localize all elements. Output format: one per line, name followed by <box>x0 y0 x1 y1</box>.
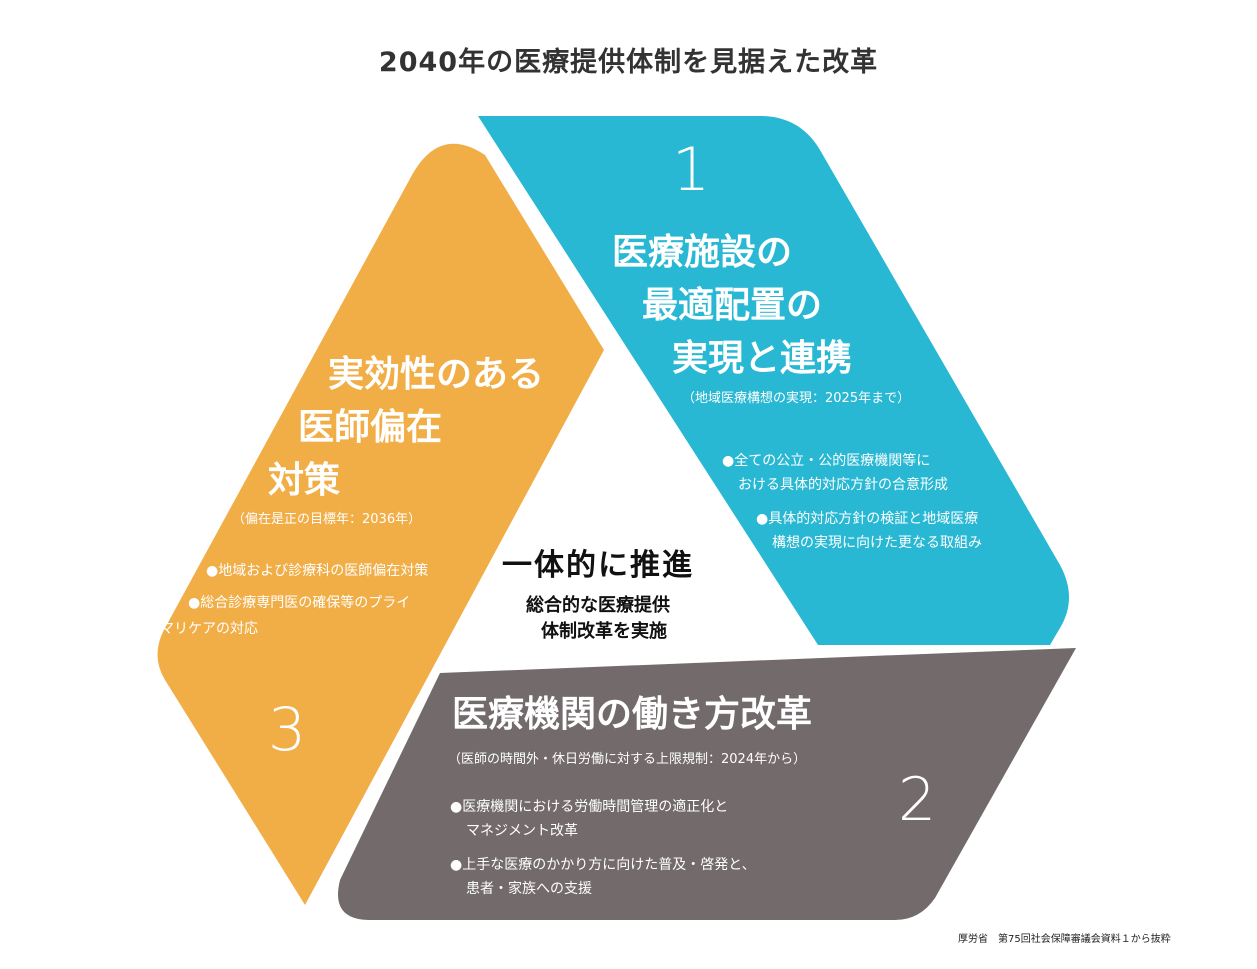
panel-3-heading-line-1: 実効性のある <box>328 354 545 395</box>
panel-3-heading-line-3: 対策 <box>268 460 341 501</box>
panel-3-bullet-2-line-1: ●総合診療専門医の確保等のプライ <box>188 595 411 611</box>
panel-3-bullet-1-line-1: ●地域および診療科の医師偏在対策 <box>206 563 429 579</box>
panel-3-bullet-2-line-2: マリケアの対応 <box>160 621 258 637</box>
panel-1-heading-line-1: 医療施設の <box>612 232 793 273</box>
center-sub-line-1: 総合的な医療提供 <box>526 595 670 616</box>
panel-2-bullet-2-line-2: 患者・家族への支援 <box>466 881 592 897</box>
page-title: 2040年の医療提供体制を見据えた改革 <box>378 47 879 78</box>
panel-3-subtitle: （偏在是正の目標年：2036年） <box>232 512 422 527</box>
panel-2-bullet-2-line-1: ●上手な医療のかかり方に向けた普及・啓発と、 <box>450 857 756 873</box>
panel-3-heading-line-2: 医師偏在 <box>298 407 443 448</box>
source-note: 厚労省 第75回社会保障審議会資料１から抜粋 <box>958 934 1171 945</box>
panel-1-heading-line-2: 最適配置の <box>642 285 823 326</box>
panel-1-bullet-1-line-2: おける具体的対応方針の合意形成 <box>738 477 948 493</box>
panel-3-shape <box>157 143 604 905</box>
panel-3-number: 3 <box>268 695 307 765</box>
panel-1-bullet-2-line-1: ●具体的対応方針の検証と地域医療 <box>756 511 979 527</box>
panel-2-bullet-1-line-2: マネジメント改革 <box>466 823 578 839</box>
panel-1-subtitle: （地域医療構想の実現：2025年まで） <box>682 391 911 406</box>
center-main-text: 一体的に推進 <box>502 548 694 583</box>
panel-1-number: 1 <box>672 135 711 205</box>
panel-1-heading-line-3: 実現と連携 <box>672 338 853 379</box>
panel-2-number: 2 <box>898 765 937 835</box>
panel-2-bullet-1-line-1: ●医療機関における労働時間管理の適正化と <box>450 799 729 815</box>
panel-2-heading: 医療機関の働き方改革 <box>452 694 813 735</box>
panel-2-shape <box>338 648 1076 920</box>
panel-1-bullet-1-line-1: ●全ての公立・公的医療機関等に <box>722 453 931 469</box>
center-sub-line-2: 体制改革を実施 <box>541 621 667 642</box>
panel-1-shape <box>478 116 1069 645</box>
panel-1-bullet-2-line-2: 構想の実現に向けた更なる取組み <box>772 535 982 551</box>
panel-2-subtitle: （医師の時間外・休日労働に対する上限規制：2024年から） <box>448 752 807 767</box>
